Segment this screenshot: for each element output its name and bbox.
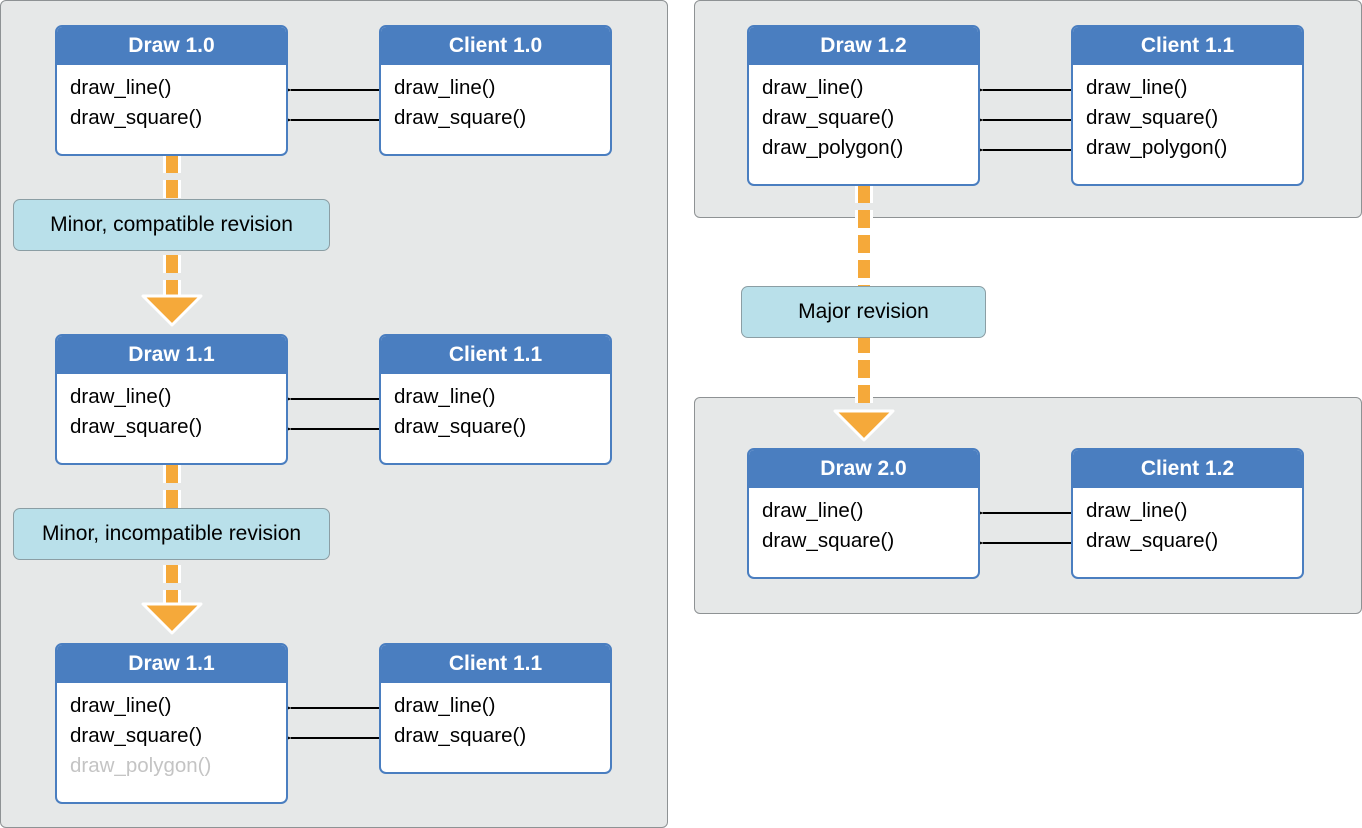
method-draw-line: draw_line() bbox=[70, 694, 172, 717]
box-title: Draw 1.2 bbox=[749, 27, 978, 65]
client-1-1-box: Client 1.1 draw_line() draw_square() bbox=[379, 643, 612, 774]
draw-1-2-box: Draw 1.2 draw_line() draw_square() draw_… bbox=[747, 25, 980, 186]
box-title: Client 1.1 bbox=[381, 336, 610, 374]
method-draw-square: draw_square() bbox=[762, 529, 895, 552]
draw-2-0-box: Draw 2.0 draw_line() draw_square() bbox=[747, 448, 980, 579]
method-draw-polygon-dimmed: draw_polygon() bbox=[70, 754, 212, 777]
method-draw-square: draw_square() bbox=[70, 106, 203, 129]
label-minor-incompatible: Minor, incompatible revision bbox=[13, 508, 330, 560]
draw-1-1-polygon-box: Draw 1.1 draw_line() draw_square() draw_… bbox=[55, 643, 288, 804]
method-draw-polygon: draw_polygon() bbox=[1086, 136, 1228, 159]
method-draw-polygon: draw_polygon() bbox=[762, 136, 904, 159]
box-title: Client 1.1 bbox=[381, 645, 610, 683]
method-draw-line: draw_line() bbox=[762, 499, 864, 522]
call-arrows bbox=[272, 83, 1072, 745]
method-draw-line: draw_line() bbox=[762, 76, 864, 99]
client-1-2-box: Client 1.2 draw_line() draw_square() bbox=[1071, 448, 1304, 579]
method-draw-square: draw_square() bbox=[394, 415, 527, 438]
draw-1-0-box: Draw 1.0 draw_line() draw_square() bbox=[55, 25, 288, 156]
label-minor-compatible: Minor, compatible revision bbox=[13, 199, 330, 251]
method-draw-line: draw_line() bbox=[394, 694, 496, 717]
method-draw-line: draw_line() bbox=[70, 76, 172, 99]
box-title: Draw 1.0 bbox=[57, 27, 286, 65]
method-draw-line: draw_line() bbox=[394, 76, 496, 99]
method-draw-square: draw_square() bbox=[394, 724, 527, 747]
method-draw-line: draw_line() bbox=[394, 385, 496, 408]
revision-arrow-incompatible bbox=[141, 465, 203, 635]
client-1-1-box: Client 1.1 draw_line() draw_square() dra… bbox=[1071, 25, 1304, 186]
method-draw-square: draw_square() bbox=[762, 106, 895, 129]
draw-1-1-box: Draw 1.1 draw_line() draw_square() bbox=[55, 334, 288, 465]
method-draw-square: draw_square() bbox=[394, 106, 527, 129]
box-title: Draw 1.1 bbox=[57, 645, 286, 683]
box-title: Draw 2.0 bbox=[749, 450, 978, 488]
method-draw-square: draw_square() bbox=[70, 724, 203, 747]
box-title: Client 1.0 bbox=[381, 27, 610, 65]
method-draw-square: draw_square() bbox=[70, 415, 203, 438]
client-1-1-box: Client 1.1 draw_line() draw_square() bbox=[379, 334, 612, 465]
client-1-0-box: Client 1.0 draw_line() draw_square() bbox=[379, 25, 612, 156]
box-title: Client 1.2 bbox=[1073, 450, 1302, 488]
method-draw-line: draw_line() bbox=[1086, 76, 1188, 99]
method-draw-square: draw_square() bbox=[1086, 106, 1219, 129]
label-major-revision: Major revision bbox=[741, 286, 986, 338]
method-draw-line: draw_line() bbox=[70, 385, 172, 408]
revision-arrow-compatible bbox=[141, 155, 203, 327]
box-title: Draw 1.1 bbox=[57, 336, 286, 374]
method-draw-square: draw_square() bbox=[1086, 529, 1219, 552]
method-draw-line: draw_line() bbox=[1086, 499, 1188, 522]
box-title: Client 1.1 bbox=[1073, 27, 1302, 65]
